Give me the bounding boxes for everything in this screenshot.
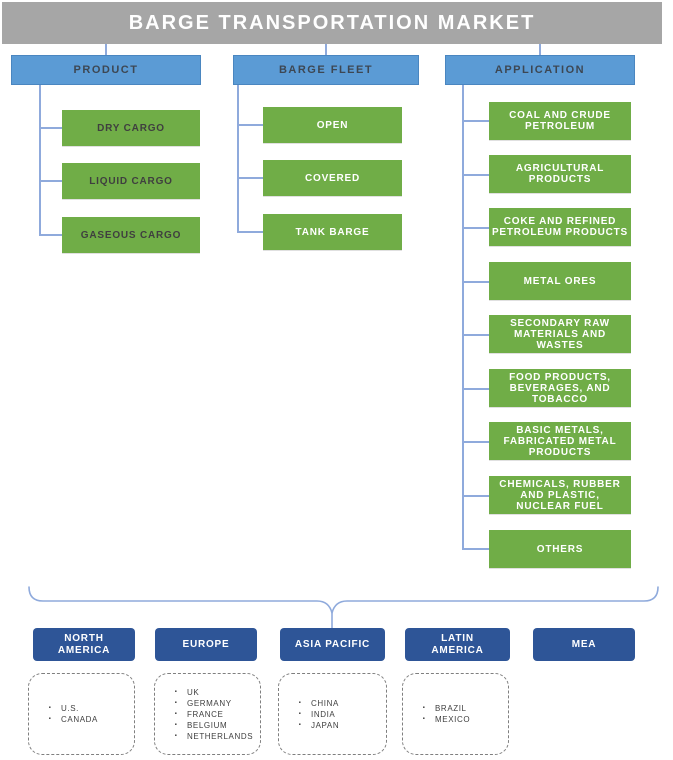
segment-agricultural-products: AGRICULTURAL PRODUCTS xyxy=(489,155,631,193)
category-barge-fleet: BARGE FLEET xyxy=(233,55,419,85)
country-label: CANADA xyxy=(61,715,98,724)
region-latin-america: LATIN AMERICA xyxy=(405,628,510,661)
connector-line xyxy=(462,120,489,122)
country-label: BELGIUM xyxy=(187,720,228,730)
segment-coal-crude-petroleum: COAL AND CRUDE PETROLEUM xyxy=(489,102,631,140)
segment-coke-refined-petroleum: COKE AND REFINED PETROLEUM PRODUCTS xyxy=(489,208,631,246)
bullet-icon: ▪ xyxy=(174,721,178,728)
connector-line xyxy=(325,44,327,55)
list-item: ▪ INDIA xyxy=(289,709,382,720)
country-label: INDIA xyxy=(311,709,336,719)
connector-line xyxy=(39,127,62,129)
bullet-icon: ▪ xyxy=(174,710,178,717)
segment-dry-cargo: DRY CARGO xyxy=(62,110,200,146)
bullet-icon: ▪ xyxy=(48,705,52,711)
category-product: PRODUCT xyxy=(11,55,201,85)
segment-tank-barge: TANK BARGE xyxy=(263,214,402,250)
country-list-north-america: ▪ U.S. ▪ CANADA xyxy=(28,673,135,755)
connector-line xyxy=(39,234,62,236)
segment-open: OPEN xyxy=(263,107,402,143)
connector-line xyxy=(462,174,489,176)
connector-line xyxy=(462,495,489,497)
connector-line xyxy=(462,548,489,550)
country-label: GERMANY xyxy=(187,698,232,708)
segment-basic-metals: BASIC METALS, FABRICATED METAL PRODUCTS xyxy=(489,422,631,460)
list-item: ▪ UK xyxy=(165,687,256,698)
list-item: ▪ NETHERLANDS xyxy=(165,731,256,742)
connector-line xyxy=(462,227,489,229)
list-item: ▪ CANADA xyxy=(39,714,130,725)
connector-line xyxy=(462,388,489,390)
connector-line xyxy=(539,44,541,55)
segment-liquid-cargo: LIQUID CARGO xyxy=(62,163,200,199)
bullet-icon: ▪ xyxy=(48,716,52,722)
segment-covered: COVERED xyxy=(263,160,402,196)
country-label: MEXICO xyxy=(435,715,471,724)
segment-food-beverages-tobacco: FOOD PRODUCTS, BEVERAGES, AND TOBACCO xyxy=(489,369,631,407)
connector-line xyxy=(105,44,107,55)
country-label: JAPAN xyxy=(311,720,340,730)
country-label: UK xyxy=(187,687,200,697)
country-label: NETHERLANDS xyxy=(187,731,254,741)
country-list-europe: ▪ UK ▪ GERMANY ▪ FRANCE ▪ BELGIUM ▪ NETHERLAN… xyxy=(154,673,261,755)
connector-line xyxy=(462,281,489,283)
bullet-icon: ▪ xyxy=(174,699,178,706)
segment-chemicals-rubber-plastic: CHEMICALS, RUBBER AND PLASTIC, NUCLEAR F… xyxy=(489,476,631,514)
bullet-icon: ▪ xyxy=(298,699,302,706)
bullet-icon: ▪ xyxy=(422,705,426,711)
connector-line xyxy=(237,124,263,126)
list-item: ▪ U.S. xyxy=(39,703,130,714)
connector-line xyxy=(237,231,263,233)
country-list-latin-america: ▪ BRAZIL ▪ MEXICO xyxy=(402,673,509,755)
country-label: U.S. xyxy=(61,704,79,713)
connector-line xyxy=(462,85,464,549)
list-item: ▪ BRAZIL xyxy=(413,703,504,714)
country-label: BRAZIL xyxy=(435,704,467,713)
connector-line xyxy=(237,85,239,232)
bullet-icon: ▪ xyxy=(298,710,302,717)
bullet-icon: ▪ xyxy=(174,688,178,695)
region-north-america: NORTH AMERICA xyxy=(33,628,135,661)
country-list-asia-pacific: ▪ CHINA ▪ INDIA ▪ JAPAN xyxy=(278,673,387,755)
segment-others: OTHERS xyxy=(489,530,631,568)
segment-metal-ores: METAL ORES xyxy=(489,262,631,300)
region-asia-pacific: ASIA PACIFIC xyxy=(280,628,385,661)
region-mea: MEA xyxy=(533,628,635,661)
list-item: ▪ BELGIUM xyxy=(165,720,256,731)
connector-line xyxy=(39,85,41,235)
list-item: ▪ GERMANY xyxy=(165,698,256,709)
bullet-icon: ▪ xyxy=(174,732,178,739)
connector-line xyxy=(237,177,263,179)
category-application: APPLICATION xyxy=(445,55,635,85)
country-label: FRANCE xyxy=(187,709,224,719)
region-europe: EUROPE xyxy=(155,628,257,661)
list-item: ▪ JAPAN xyxy=(289,720,382,731)
list-item: ▪ MEXICO xyxy=(413,714,504,725)
bullet-icon: ▪ xyxy=(298,721,302,728)
country-label: CHINA xyxy=(311,698,339,708)
connector-line xyxy=(462,334,489,336)
segment-secondary-raw-materials: SECONDARY RAW MATERIALS AND WASTES xyxy=(489,315,631,353)
diagram-title: BARGE TRANSPORTATION MARKET xyxy=(2,2,662,44)
segment-gaseous-cargo: GASEOUS CARGO xyxy=(62,217,200,253)
list-item: ▪ FRANCE xyxy=(165,709,256,720)
connector-line xyxy=(462,441,489,443)
connector-line xyxy=(39,180,62,182)
list-item: ▪ CHINA xyxy=(289,698,382,709)
bullet-icon: ▪ xyxy=(422,716,426,722)
